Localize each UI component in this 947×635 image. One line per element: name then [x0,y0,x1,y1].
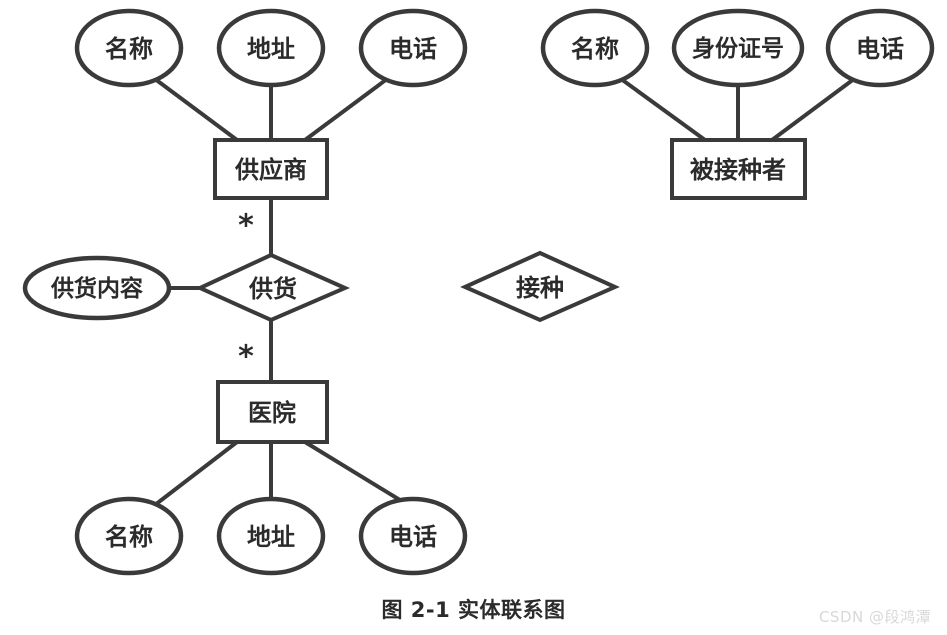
attribute-ellipse [825,8,935,88]
entity-hospital[interactable]: 医院 [216,380,329,444]
entity-box [670,138,807,200]
entity-label: 医院 [248,399,296,427]
attribute-label: 名称 [105,35,153,63]
attribute-hospital-phone[interactable]: 电话 [358,496,468,576]
attribute-hospital-address[interactable]: 地址 [216,496,326,576]
attribute-label: 身份证号 [692,35,784,62]
attribute-ellipse [216,496,326,576]
entity-label: 供应商 [234,156,307,184]
cardinality-supplier-supply: * [238,209,254,244]
entity-vaccinee[interactable]: 被接种者 [670,138,807,200]
relationship-connectors [170,198,273,382]
connector-hospital-phone [303,440,415,510]
attribute-label: 供货内容 [50,275,143,302]
attribute-supply-content[interactable]: 供货内容 [22,255,172,321]
attribute-vaccinee-phone[interactable]: 电话 [825,8,935,88]
attribute-ellipse [358,496,468,576]
attribute-label: 电话 [389,35,437,63]
cardinality-supply-hospital: * [238,340,254,375]
connector-supplier-phone [303,74,393,142]
attribute-label: 名称 [105,523,153,551]
entity-supplier[interactable]: 供应商 [213,138,329,200]
attribute-ellipse [74,496,184,576]
figure-caption: 图 2-1 实体联系图 [381,598,566,622]
relationship-diamond [195,252,350,323]
relationship-supply[interactable]: 供货 [195,252,350,323]
entity-label: 被接种者 [690,156,786,184]
attribute-label: 电话 [389,523,437,551]
relationship-label: 供货 [248,275,297,303]
attribute-supplier-name[interactable]: 名称 [74,8,184,88]
relationship-vaccinate[interactable]: 接种 [460,250,620,323]
attribute-ellipse [358,8,468,88]
supplier-attribute-connectors [149,74,393,142]
relationship-label: 接种 [516,274,564,302]
entity-box [216,380,329,444]
attribute-label: 地址 [247,35,295,63]
hospital-attribute-connectors [149,440,415,510]
attribute-label: 名称 [571,35,619,63]
attribute-ellipse [671,8,805,88]
attribute-label: 电话 [856,35,904,63]
vaccinee-attribute-connectors [615,74,860,142]
attribute-ellipse [74,8,184,88]
attribute-ellipse [540,8,650,88]
attribute-ellipse [216,8,326,88]
attribute-supplier-phone[interactable]: 电话 [358,8,468,88]
attribute-vaccinee-id[interactable]: 身份证号 [671,8,805,88]
csdn-watermark: CSDN @段鸿潭 [818,608,931,626]
attribute-label: 地址 [247,523,295,551]
connector-supplier-name [149,74,239,142]
attribute-supplier-address[interactable]: 地址 [216,8,326,88]
connector-vaccinee-phone [770,74,860,142]
attribute-vaccinee-name[interactable]: 名称 [540,8,650,88]
attribute-hospital-name[interactable]: 名称 [74,496,184,576]
connector-vaccinee-name [615,74,707,142]
relationship-diamond [460,250,620,323]
attribute-ellipse [22,255,172,321]
connector-hospital-name [149,440,239,510]
entity-box [213,138,329,200]
